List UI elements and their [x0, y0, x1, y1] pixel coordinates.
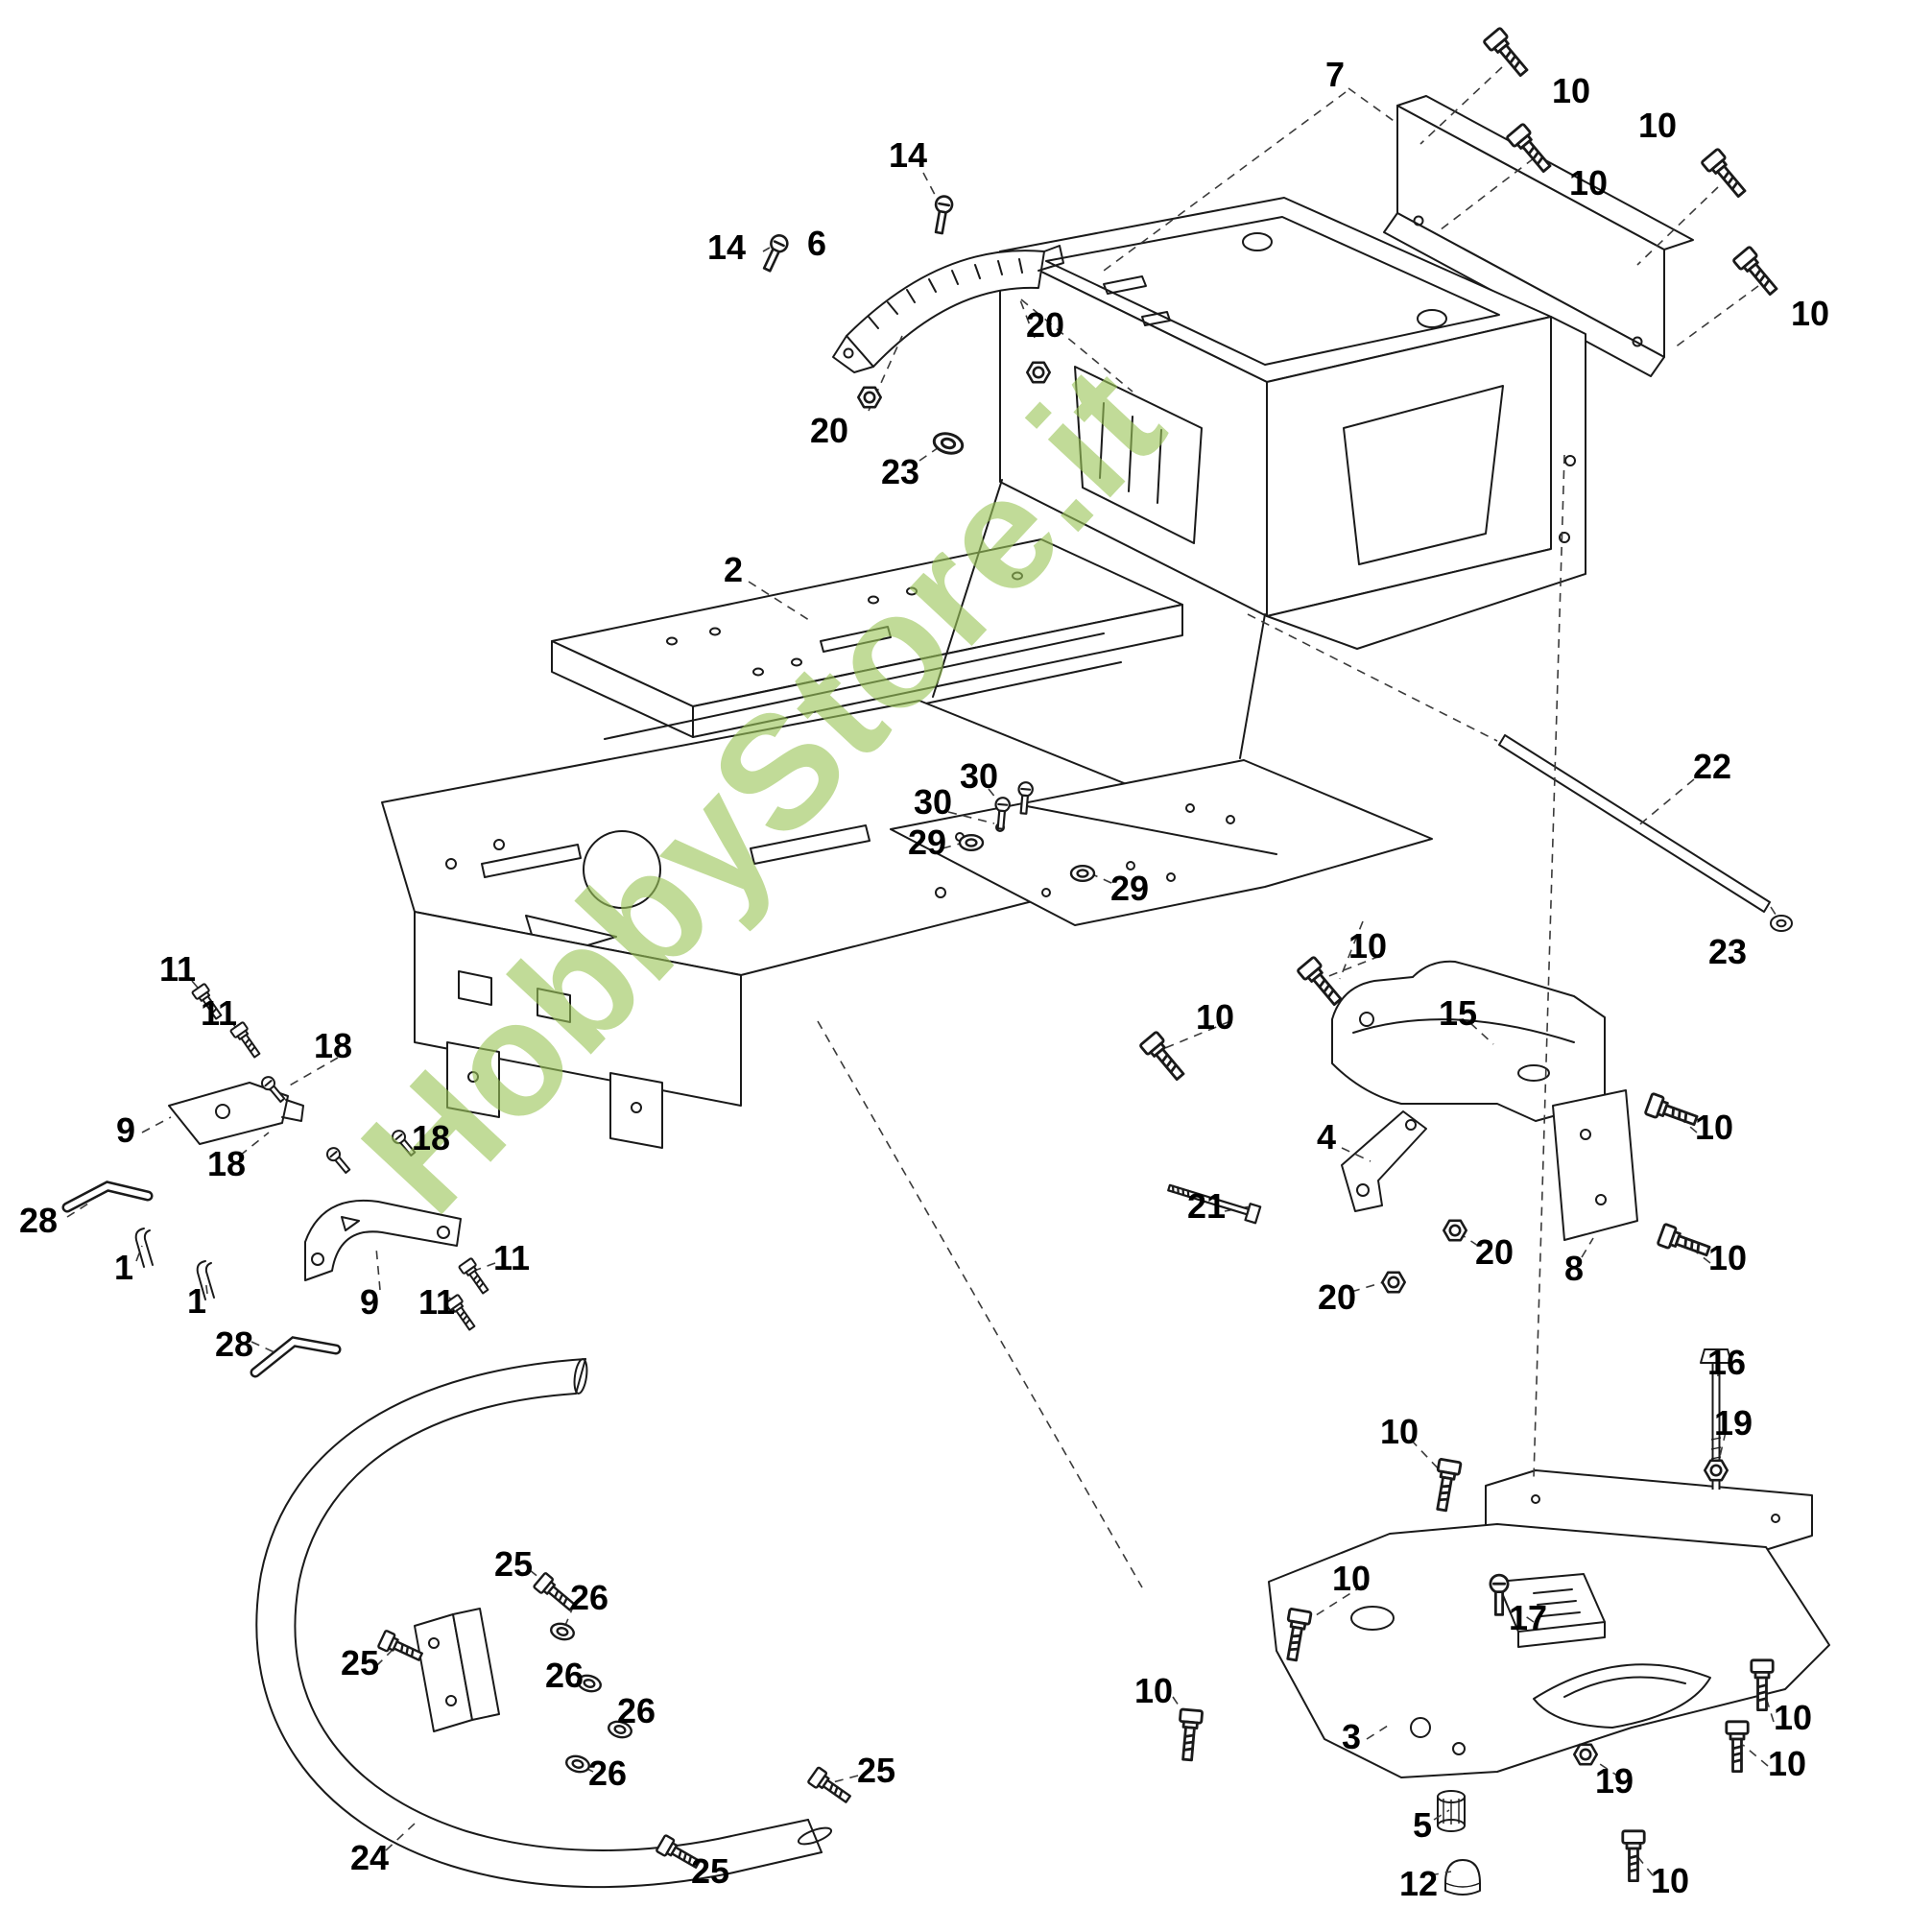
- rod-part: [1498, 734, 1793, 932]
- curved-bracket-part: [832, 245, 1064, 373]
- part-callout-10: 10: [1348, 926, 1388, 966]
- chassis-part: [381, 700, 1158, 1149]
- side-plate-part: [1552, 1089, 1638, 1241]
- part-callout-15: 15: [1438, 993, 1478, 1033]
- part-callout-10: 10: [1551, 71, 1591, 110]
- rear-panel-part: [1383, 95, 1694, 377]
- part-callout-6: 6: [806, 224, 827, 263]
- part-callout-11: 11: [492, 1238, 531, 1277]
- part-callout-26: 26: [569, 1578, 609, 1617]
- part-callout-10: 10: [1767, 1744, 1807, 1783]
- part-callout-10: 10: [1707, 1238, 1748, 1277]
- support-bracket-part: [1331, 960, 1606, 1122]
- part-callout-24: 24: [349, 1838, 390, 1877]
- leader-lines: [66, 66, 1778, 1876]
- part-callout-1: 1: [186, 1281, 207, 1321]
- part-callout-30: 30: [959, 756, 999, 796]
- left-bracket-part: [168, 1082, 304, 1145]
- part-callout-17: 17: [1508, 1598, 1548, 1637]
- part-callout-2: 2: [723, 550, 744, 589]
- part-callout-10: 10: [1195, 997, 1235, 1037]
- part-callout-28: 28: [214, 1324, 254, 1364]
- part-callout-18: 18: [313, 1026, 353, 1065]
- part-callout-3: 3: [1341, 1717, 1362, 1756]
- part-callout-18: 18: [411, 1118, 451, 1157]
- part-callout-26: 26: [544, 1656, 584, 1695]
- part-callout-22: 22: [1692, 747, 1732, 786]
- part-callout-8: 8: [1563, 1249, 1585, 1288]
- pin-parts: [61, 1181, 342, 1378]
- part-callout-20: 20: [809, 411, 849, 450]
- part-callout-18: 18: [206, 1144, 247, 1183]
- part-callout-11: 11: [200, 993, 238, 1033]
- part-callout-28: 28: [18, 1201, 59, 1240]
- part-callout-7: 7: [1324, 55, 1346, 94]
- part-callout-5: 5: [1412, 1805, 1433, 1845]
- link-arm-part: [1341, 1110, 1427, 1212]
- part-callout-25: 25: [856, 1751, 896, 1790]
- part-callout-1: 1: [113, 1248, 134, 1287]
- part-callout-4: 4: [1316, 1117, 1337, 1157]
- part-callout-26: 26: [587, 1753, 628, 1793]
- part-callout-14: 14: [706, 227, 747, 267]
- part-callout-23: 23: [1707, 932, 1748, 971]
- part-callout-25: 25: [493, 1544, 534, 1584]
- part-callout-9: 9: [359, 1282, 380, 1322]
- part-callout-11: 11: [158, 949, 197, 989]
- part-callout-9: 9: [115, 1110, 136, 1150]
- bumper-part: [255, 1358, 833, 1889]
- part-callout-10: 10: [1790, 294, 1830, 333]
- part-callout-23: 23: [880, 452, 920, 491]
- part-callout-10: 10: [1331, 1559, 1371, 1598]
- part-callout-10: 10: [1773, 1698, 1813, 1737]
- part-callout-19: 19: [1594, 1761, 1634, 1801]
- part-callout-10: 10: [1379, 1412, 1419, 1451]
- part-callout-10: 10: [1637, 106, 1678, 145]
- bumper-bracket-part: [414, 1608, 500, 1732]
- part-callout-16: 16: [1706, 1343, 1747, 1382]
- part-callout-19: 19: [1713, 1403, 1753, 1443]
- part-callout-26: 26: [616, 1691, 656, 1730]
- knob-and-cap-parts: [1437, 1790, 1481, 1896]
- part-callout-11: 11: [417, 1282, 456, 1322]
- part-callout-29: 29: [1109, 869, 1150, 908]
- part-callout-20: 20: [1317, 1277, 1357, 1317]
- part-callout-20: 20: [1025, 305, 1065, 345]
- part-callout-10: 10: [1650, 1861, 1690, 1900]
- part-callout-21: 21: [1186, 1186, 1227, 1226]
- part-callout-12: 12: [1398, 1864, 1439, 1903]
- part-callout-14: 14: [888, 135, 928, 175]
- part-callout-25: 25: [690, 1851, 730, 1891]
- seat-support-box-part: [999, 197, 1586, 650]
- part-callout-10: 10: [1694, 1108, 1734, 1147]
- part-callout-10: 10: [1133, 1671, 1174, 1710]
- part-callout-25: 25: [340, 1643, 380, 1682]
- part-callout-30: 30: [913, 782, 953, 822]
- lever-arm-part: [304, 1200, 462, 1281]
- part-callout-20: 20: [1474, 1232, 1515, 1272]
- part-callout-29: 29: [907, 823, 947, 862]
- part-callout-10: 10: [1568, 163, 1609, 203]
